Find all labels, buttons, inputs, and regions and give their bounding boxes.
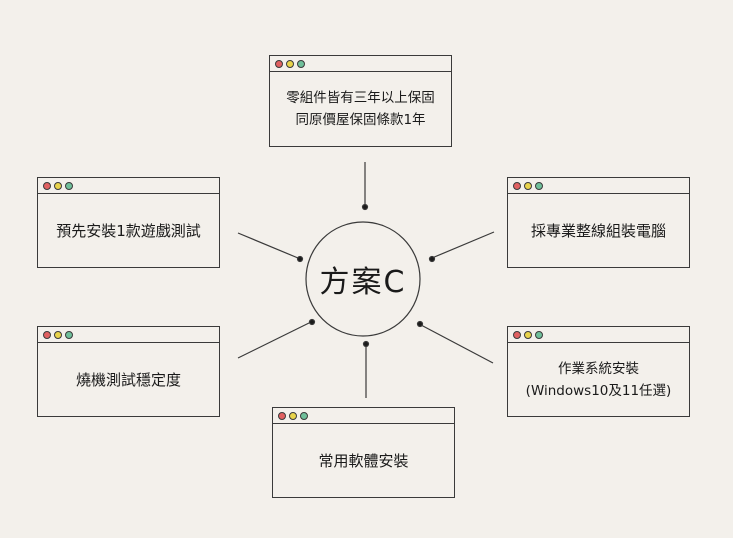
node-right-upper-text: 採專業整線組裝電腦 (530, 221, 666, 240)
connector-left-upper-dot (296, 255, 304, 263)
close-dot-icon (513, 181, 521, 190)
connector-left-upper (237, 232, 299, 259)
node-left-upper: 預先安裝1款遊戲測試 (37, 177, 220, 268)
window-titlebar (273, 408, 454, 424)
connector-top-dot (361, 203, 369, 211)
maximize-dot-icon (535, 181, 543, 190)
maximize-dot-icon (300, 411, 308, 420)
window-titlebar (38, 178, 219, 194)
maximize-dot-icon (535, 330, 543, 339)
node-right-lower-line-1: 作業系統安裝 (558, 360, 639, 377)
minimize-dot-icon (289, 411, 297, 420)
node-bottom: 常用軟體安裝 (272, 407, 455, 498)
center-label: 方案C (319, 265, 407, 300)
connector-left-lower (237, 321, 312, 359)
maximize-dot-icon (65, 330, 73, 339)
connector-right-upper-dot (428, 255, 436, 263)
close-dot-icon (275, 59, 283, 68)
node-bottom-text: 常用軟體安裝 (318, 451, 409, 470)
minimize-dot-icon (286, 59, 294, 68)
minimize-dot-icon (54, 181, 62, 190)
close-dot-icon (43, 330, 51, 339)
minimize-dot-icon (524, 181, 532, 190)
connector-bottom-dot (362, 340, 370, 348)
node-left-lower: 燒機測試穩定度 (37, 326, 220, 417)
connector-right-upper (431, 231, 495, 259)
node-right-lower-line-2: (Windows10及11任選) (525, 382, 672, 399)
window-titlebar (508, 178, 689, 194)
connector-right-lower-dot (416, 320, 424, 328)
node-left-lower-text: 燒機測試穩定度 (75, 370, 181, 389)
node-top-line-2: 同原價屋保固條款1年 (295, 112, 426, 128)
minimize-dot-icon (524, 330, 532, 339)
close-dot-icon (513, 330, 521, 339)
window-titlebar (270, 56, 451, 72)
connector-right-lower (420, 324, 494, 364)
close-dot-icon (43, 181, 51, 190)
window-titlebar (38, 327, 219, 343)
node-top-line-1: 零組件皆有三年以上保固 (286, 90, 435, 106)
minimize-dot-icon (54, 330, 62, 339)
connector-left-lower-dot (308, 318, 316, 326)
node-top: 零組件皆有三年以上保固 同原價屋保固條款1年 (269, 55, 452, 147)
maximize-dot-icon (65, 181, 73, 190)
node-right-lower: 作業系統安裝 (Windows10及11任選) (507, 326, 690, 417)
close-dot-icon (278, 411, 286, 420)
node-left-upper-text: 預先安裝1款遊戲測試 (56, 221, 201, 240)
window-titlebar (508, 327, 689, 343)
center-circle (305, 221, 421, 337)
maximize-dot-icon (297, 59, 305, 68)
node-right-upper: 採專業整線組裝電腦 (507, 177, 690, 268)
